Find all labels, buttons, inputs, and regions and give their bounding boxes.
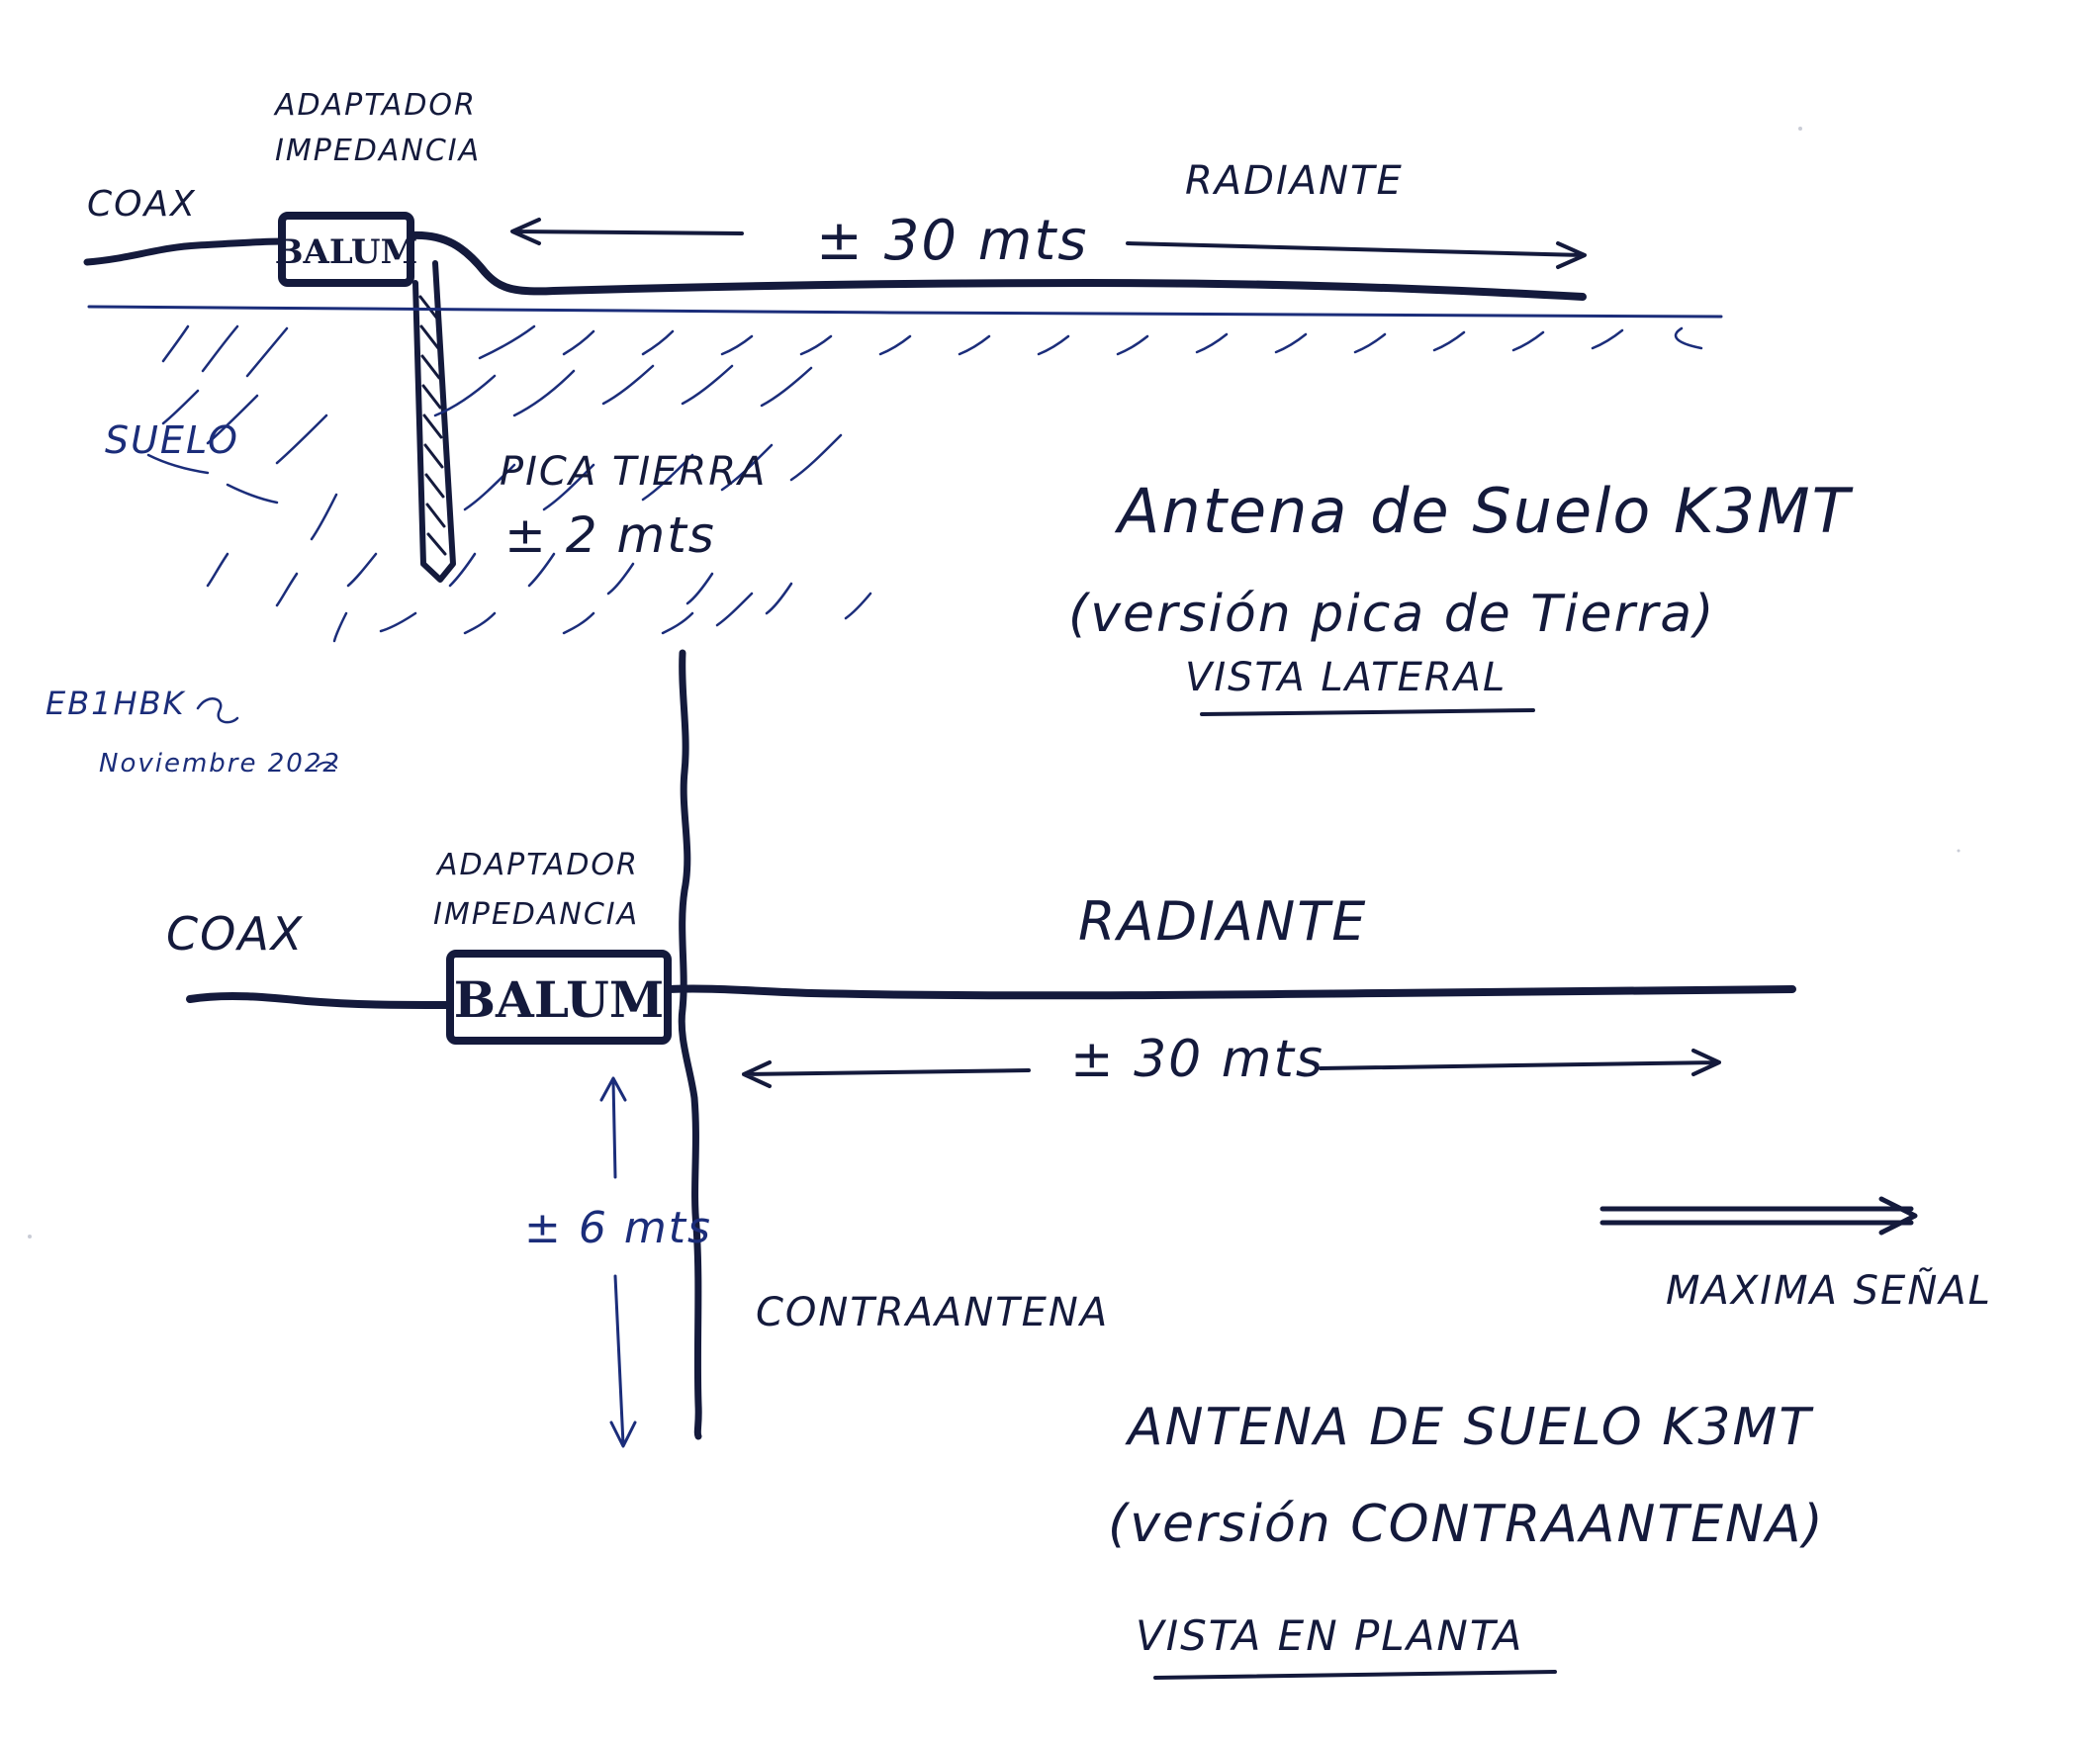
side-adapter-label-2: IMPEDANCIA (275, 134, 481, 168)
max-signal-label: MAXIMA SEÑAL (1666, 1266, 1992, 1314)
side-ground-stake (412, 260, 456, 583)
side-title-underline (1200, 708, 1535, 716)
plan-radiant-label: RADIANTE (1078, 890, 1367, 953)
paper-specks (28, 127, 1961, 1238)
side-radiant-wire (407, 230, 1587, 301)
plan-balum-label: BALUM (454, 970, 664, 1029)
plan-title-line-3: VISTA EN PLANTA (1136, 1611, 1523, 1660)
plan-counterpoise-wire (678, 649, 702, 1440)
side-ground-label: SUELO (105, 418, 239, 462)
plan-length-label: ± 30 mts (1070, 1030, 1324, 1089)
plan-length-arrow-right (1319, 1049, 1721, 1076)
side-coax-cable (83, 237, 286, 266)
author-date: Noviembre 2022 (99, 749, 341, 779)
plan-counterpoise-label: CONTRAANTENA (756, 1290, 1109, 1335)
side-ground-hatching (146, 324, 1703, 643)
plan-coax-cable (186, 991, 454, 1009)
plan-view-diagram: BALUM ± 30 mts ± 6 mts COAX ADAPTADOR IM… (166, 649, 1992, 1680)
side-title-line-1: Antena de Suelo K3MT (1114, 475, 1854, 547)
author-signature: EB1HBK Noviembre 2022 (46, 685, 341, 779)
side-coax-label: COAX (87, 184, 197, 225)
plan-counterpoise-length-arrow (599, 1076, 637, 1448)
plan-counterpoise-length-label: ± 6 mts (524, 1203, 712, 1253)
plan-coax-label: COAX (166, 907, 304, 961)
plan-title-underline (1153, 1670, 1557, 1680)
plan-title-line-2: (versión CONTRAANTENA) (1108, 1495, 1825, 1554)
side-balum-label: BALUM (275, 232, 417, 272)
plan-radiant-wire (664, 984, 1796, 1000)
author-flourish (196, 697, 239, 724)
side-stake-label-1: PICA TIERRA (500, 449, 767, 495)
side-length-arrow-left (510, 218, 744, 245)
plan-title-line-1: ANTENA DE SUELO K3MT (1125, 1398, 1814, 1457)
side-view-diagram: BALUM ± 30 mts COAX ADAPTADOR IMPEDANCIA… (83, 88, 1854, 716)
plan-balum-box (446, 950, 672, 1045)
author-callsign: EB1HBK (46, 685, 187, 722)
side-balum-box (278, 212, 414, 287)
plan-length-arrow-left (742, 1060, 1031, 1088)
side-ground-stake-hatch (418, 295, 447, 556)
side-adapter-label-1: ADAPTADOR (273, 88, 477, 123)
side-length-label: ± 30 mts (816, 209, 1088, 273)
author-date-flourish (316, 761, 337, 769)
side-radiant-label: RADIANTE (1185, 158, 1404, 204)
max-signal-arrow (1599, 1196, 1918, 1236)
side-stake-label-2: ± 2 mts (504, 506, 716, 564)
plan-adapter-label-1: ADAPTADOR (435, 848, 639, 882)
side-title-line-3: VISTA LATERAL (1185, 655, 1507, 700)
side-title-line-2: (versión pica de Tierra) (1068, 585, 1715, 644)
side-length-arrow-right (1126, 241, 1587, 269)
plan-adapter-label-2: IMPEDANCIA (433, 897, 639, 932)
side-ground-line (87, 305, 1723, 319)
